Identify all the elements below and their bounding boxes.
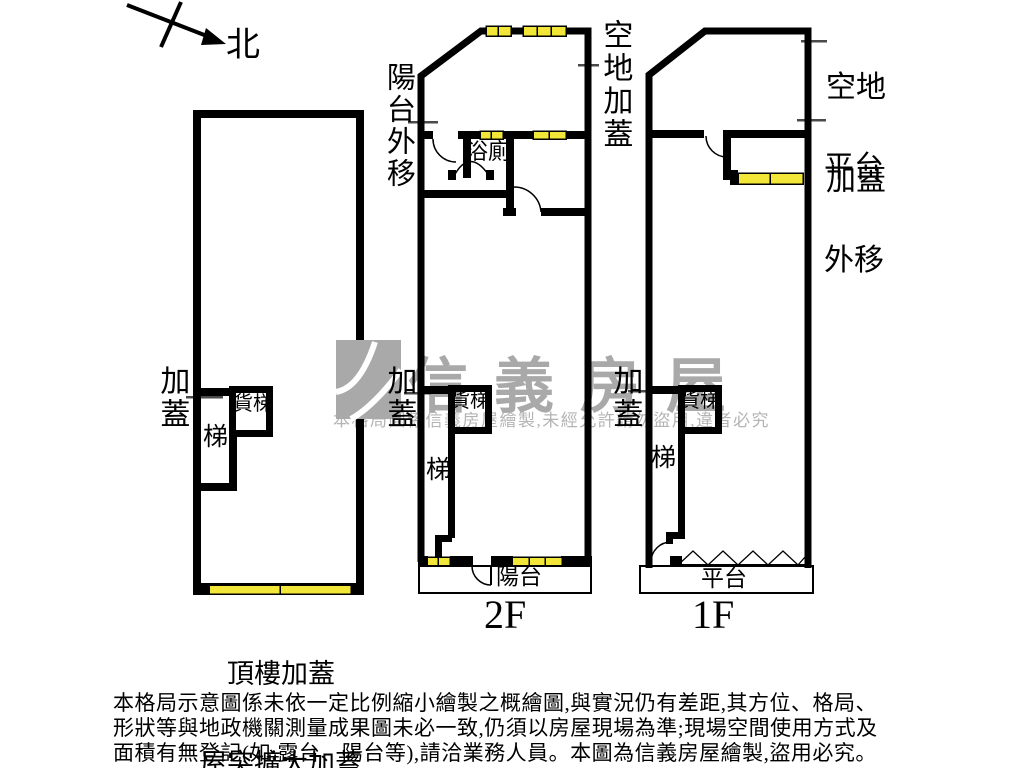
disclaimer-line2: 形狀等與地政機關測量成果圖未必一致,仍須以房屋現場為準;現場空間使用方式及 bbox=[113, 716, 878, 740]
f1-freight-elevator-label: 貨梯 bbox=[680, 390, 720, 412]
f1-addition-label: 加蓋 bbox=[608, 365, 642, 431]
door-swing bbox=[513, 186, 542, 213]
rooftop-stairs-label: 梯 bbox=[203, 424, 229, 451]
platform-outline bbox=[639, 565, 814, 594]
sinyi-logo-watermark bbox=[335, 340, 404, 422]
disclaimer-line3: 面積有無登記(如:露台、陽台等),請洽業務人員。本圖為信義房屋繪製,盜用必究。 bbox=[113, 741, 877, 765]
f2-balcony-shift-note: 陽台外移 bbox=[382, 62, 415, 190]
f1-platform-shift-note: 平台 外移 bbox=[824, 90, 884, 338]
f2-addition-label: 加蓋 bbox=[382, 365, 416, 431]
f1-platform-label: 平台 bbox=[701, 566, 747, 591]
disclaimer-line1: 本格局示意圖係未依一定比例縮小繪製之概繪圖,與實況仍有差距,其方位、格局、 bbox=[113, 691, 877, 715]
rooftop-caption: 頂樓加蓋 屋突擴大加蓋 bbox=[178, 599, 384, 768]
door-swing bbox=[453, 160, 489, 177]
f1-open-note-line1: 空地 bbox=[826, 71, 886, 104]
f2-stairs-label: 梯 bbox=[426, 457, 452, 484]
f1-platform-note-line2: 外移 bbox=[824, 244, 884, 277]
disclaimer-text: 本格局示意圖係未依一定比例縮小繪製之概繪圖,與實況仍有差距,其方位、格局、 形狀… bbox=[113, 691, 913, 766]
north-label: 北 bbox=[226, 27, 260, 64]
open-boundary-zigzag bbox=[677, 550, 806, 566]
floorplan-2f bbox=[417, 25, 592, 594]
balcony-outline bbox=[418, 565, 592, 594]
floorplan-1f bbox=[639, 27, 814, 594]
north-arrow-icon bbox=[126, 1, 226, 48]
f2-freight-elevator-label: 貨梯 bbox=[450, 390, 490, 412]
freight-elevator-shaft bbox=[448, 385, 492, 434]
rooftop-caption-line2: 屋突擴大加蓋 bbox=[200, 749, 362, 768]
f1-stairs-label: 梯 bbox=[651, 445, 677, 472]
f2-floor-label: 2F bbox=[484, 592, 527, 637]
f2-bathroom-label: 浴廁 bbox=[466, 139, 511, 164]
freight-elevator-shaft bbox=[678, 385, 722, 434]
rooftop-addition-label: 加蓋 bbox=[155, 365, 189, 431]
door-swing bbox=[432, 138, 457, 163]
door-swing bbox=[650, 541, 672, 563]
window bbox=[522, 25, 567, 37]
f2-balcony-label: 陽台 bbox=[496, 564, 542, 589]
rooftop-freight-elevator-label: 貨梯 bbox=[233, 393, 273, 415]
freight-elevator-shaft bbox=[229, 386, 273, 437]
rooftop-caption-line1: 頂樓加蓋 bbox=[227, 659, 335, 689]
door-swing bbox=[471, 565, 492, 586]
f1-open-space-note: 空地 加蓋 bbox=[826, 10, 886, 258]
f1-platform-note-line1: 平台 bbox=[824, 151, 884, 184]
label-leader-ticks bbox=[186, 39, 827, 399]
f1-floor-label: 1F bbox=[692, 592, 735, 637]
watermark-notice-text: 本格局圖係信義房屋繪製,未經允許請勿盜用,違者必究 bbox=[333, 411, 770, 430]
f1-open-note-line2: 加蓋 bbox=[826, 164, 886, 197]
f2-open-space-note: 空地加蓋 bbox=[598, 19, 632, 151]
